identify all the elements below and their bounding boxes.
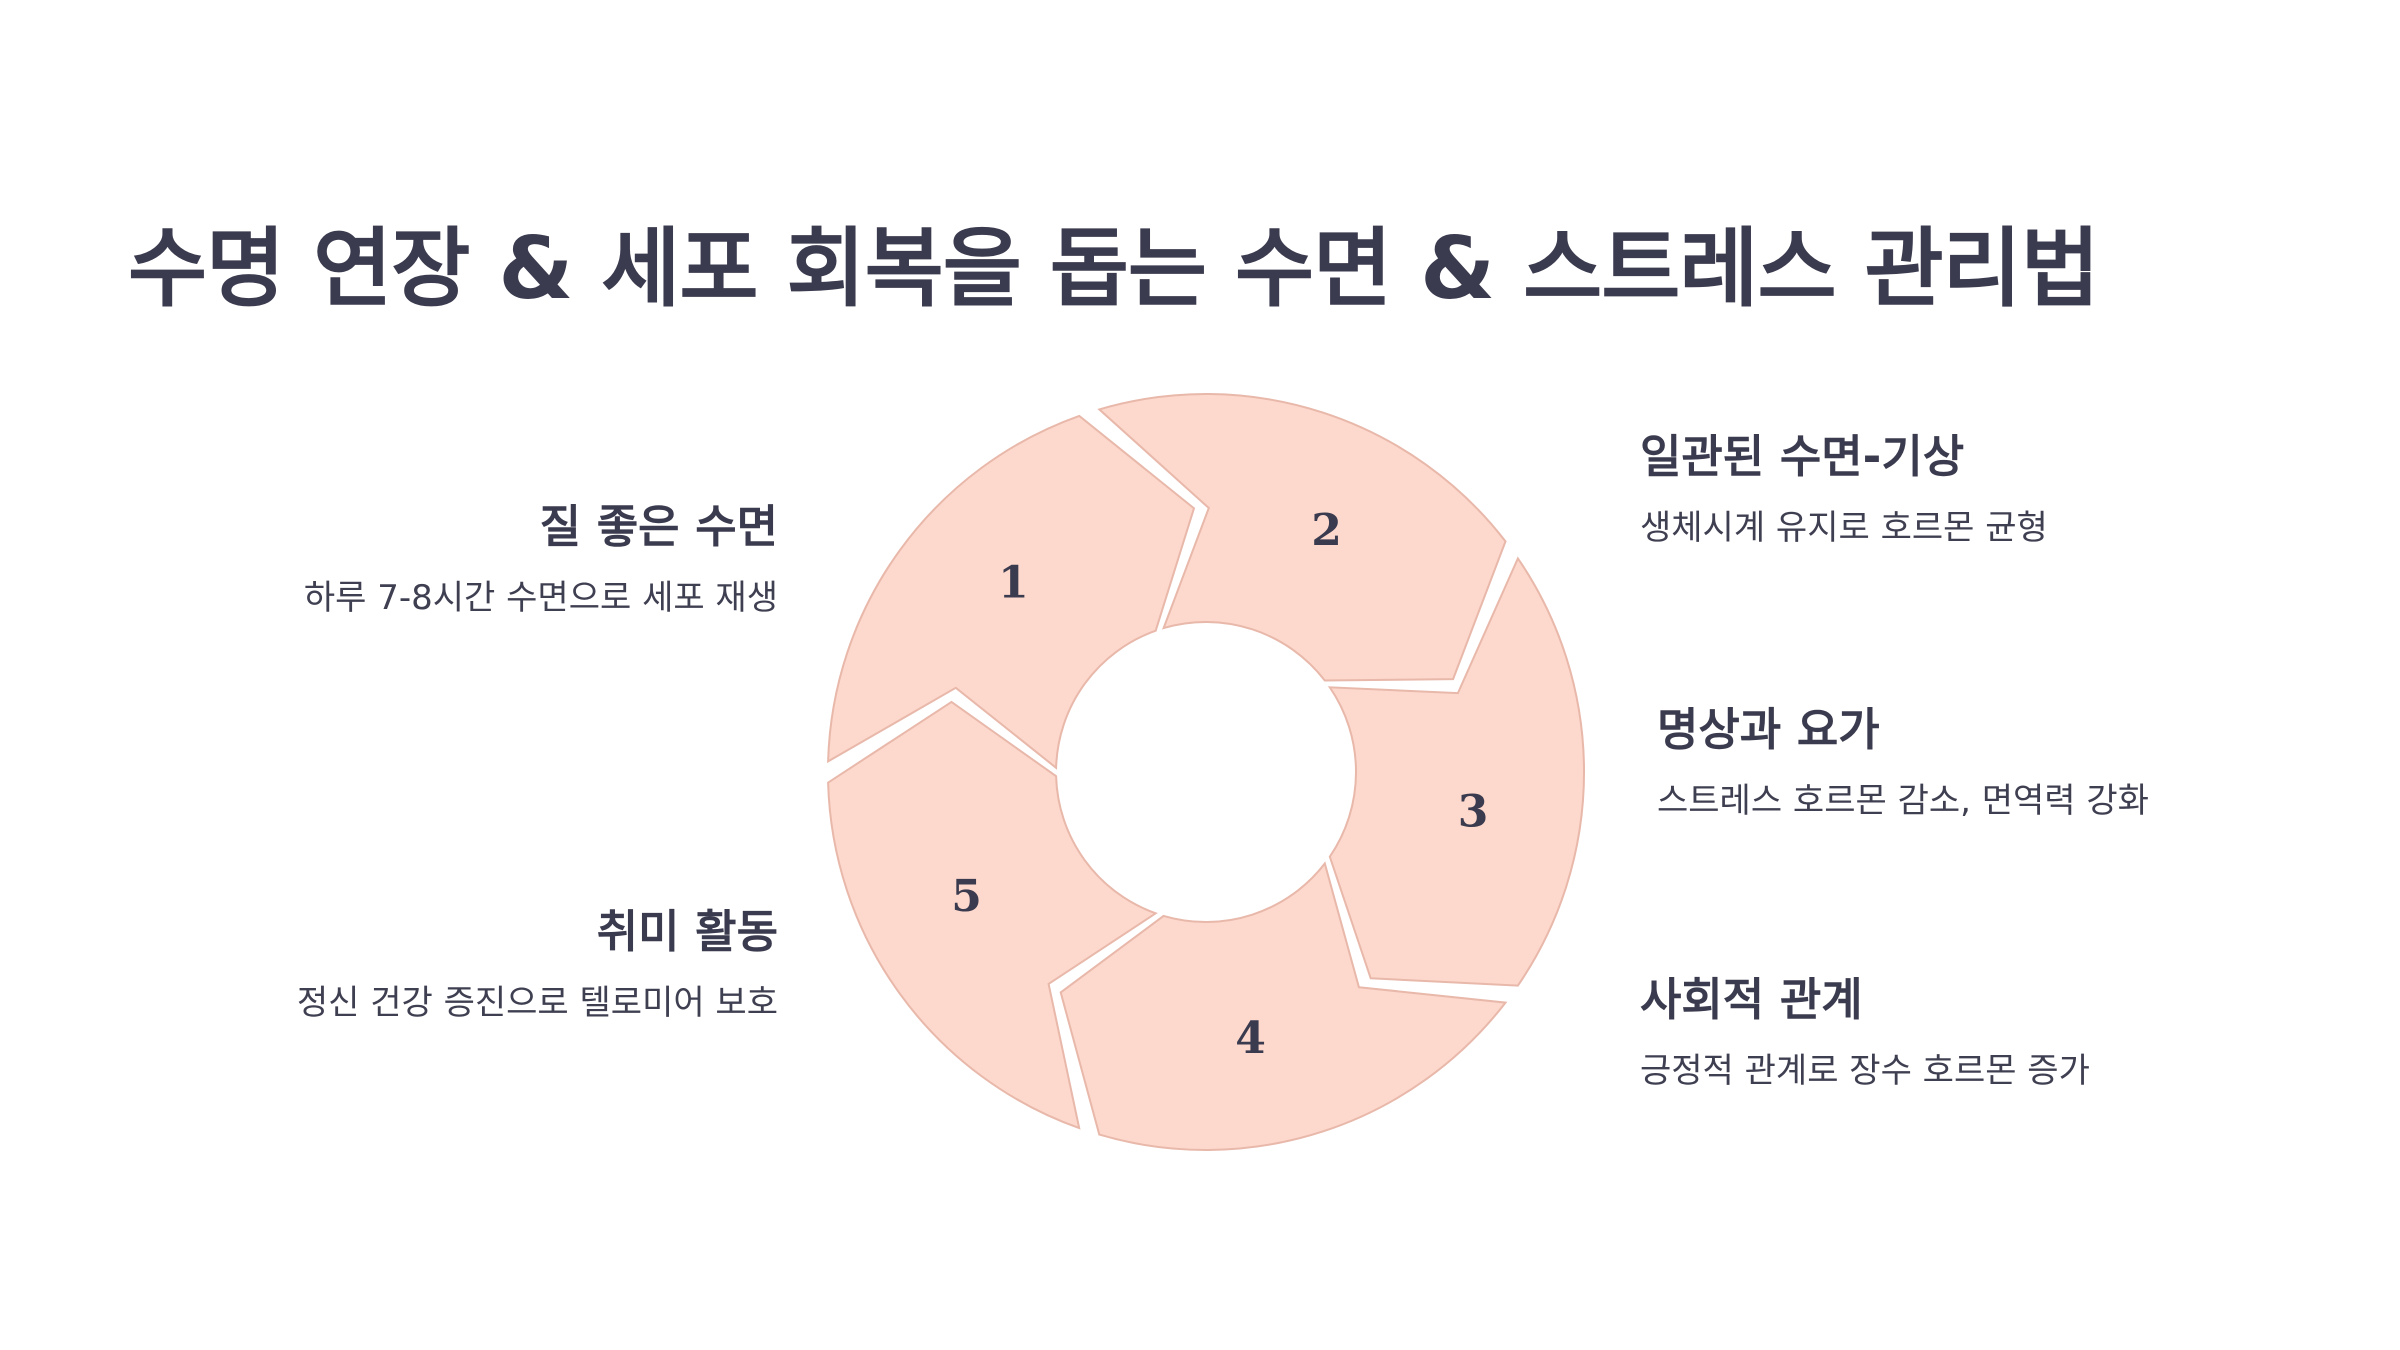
cycle-segment-5 [827,700,1158,1130]
cycle-number-1: 1 [998,557,1029,608]
step-1-description: 하루 7-8시간 수면으로 세포 재생 [303,578,778,618]
step-2-title: 일관된 수면-기상 [1640,430,1965,483]
cycle-segment-3 [1327,556,1585,987]
step-1-title: 질 좋은 수면 [539,500,778,553]
step-3-title: 명상과 요가 [1657,703,1880,756]
step-3-description: 스트레스 호르몬 감소, 면역력 강화 [1657,781,2149,821]
step-5-text: 취미 활동 정신 건강 증진으로 텔로미어 보호 [218,905,778,1024]
cycle-segment-1 [827,414,1196,770]
page-title: 수명 연장 & 세포 회복을 돕는 수면 & 스트레스 관리법 [128,219,2100,319]
step-2-description: 생체시계 유지로 호르몬 균형 [1640,508,2048,548]
cycle-segment-4 [1059,861,1508,1151]
cycle-number-4: 4 [1235,1013,1266,1064]
cycle-number-3: 3 [1458,786,1489,837]
cycle-number-5: 5 [951,871,982,922]
step-5-title: 취미 활동 [596,905,778,958]
step-3-text: 명상과 요가 스트레스 호르몬 감소, 면역력 강화 [1657,703,2217,822]
step-5-description: 정신 건강 증진으로 텔로미어 보호 [296,983,778,1023]
step-4-description: 긍정적 관계로 장수 호르몬 증가 [1640,1051,2090,1091]
cycle-number-2: 2 [1311,505,1342,556]
step-4-title: 사회적 관계 [1640,973,1863,1026]
step-4-text: 사회적 관계 긍정적 관계로 장수 호르몬 증가 [1640,973,2200,1092]
cycle-segment-2 [1097,393,1507,682]
step-2-text: 일관된 수면-기상 생체시계 유지로 호르몬 균형 [1640,430,2200,549]
step-1-text: 질 좋은 수면 하루 7-8시간 수면으로 세포 재생 [218,500,778,619]
